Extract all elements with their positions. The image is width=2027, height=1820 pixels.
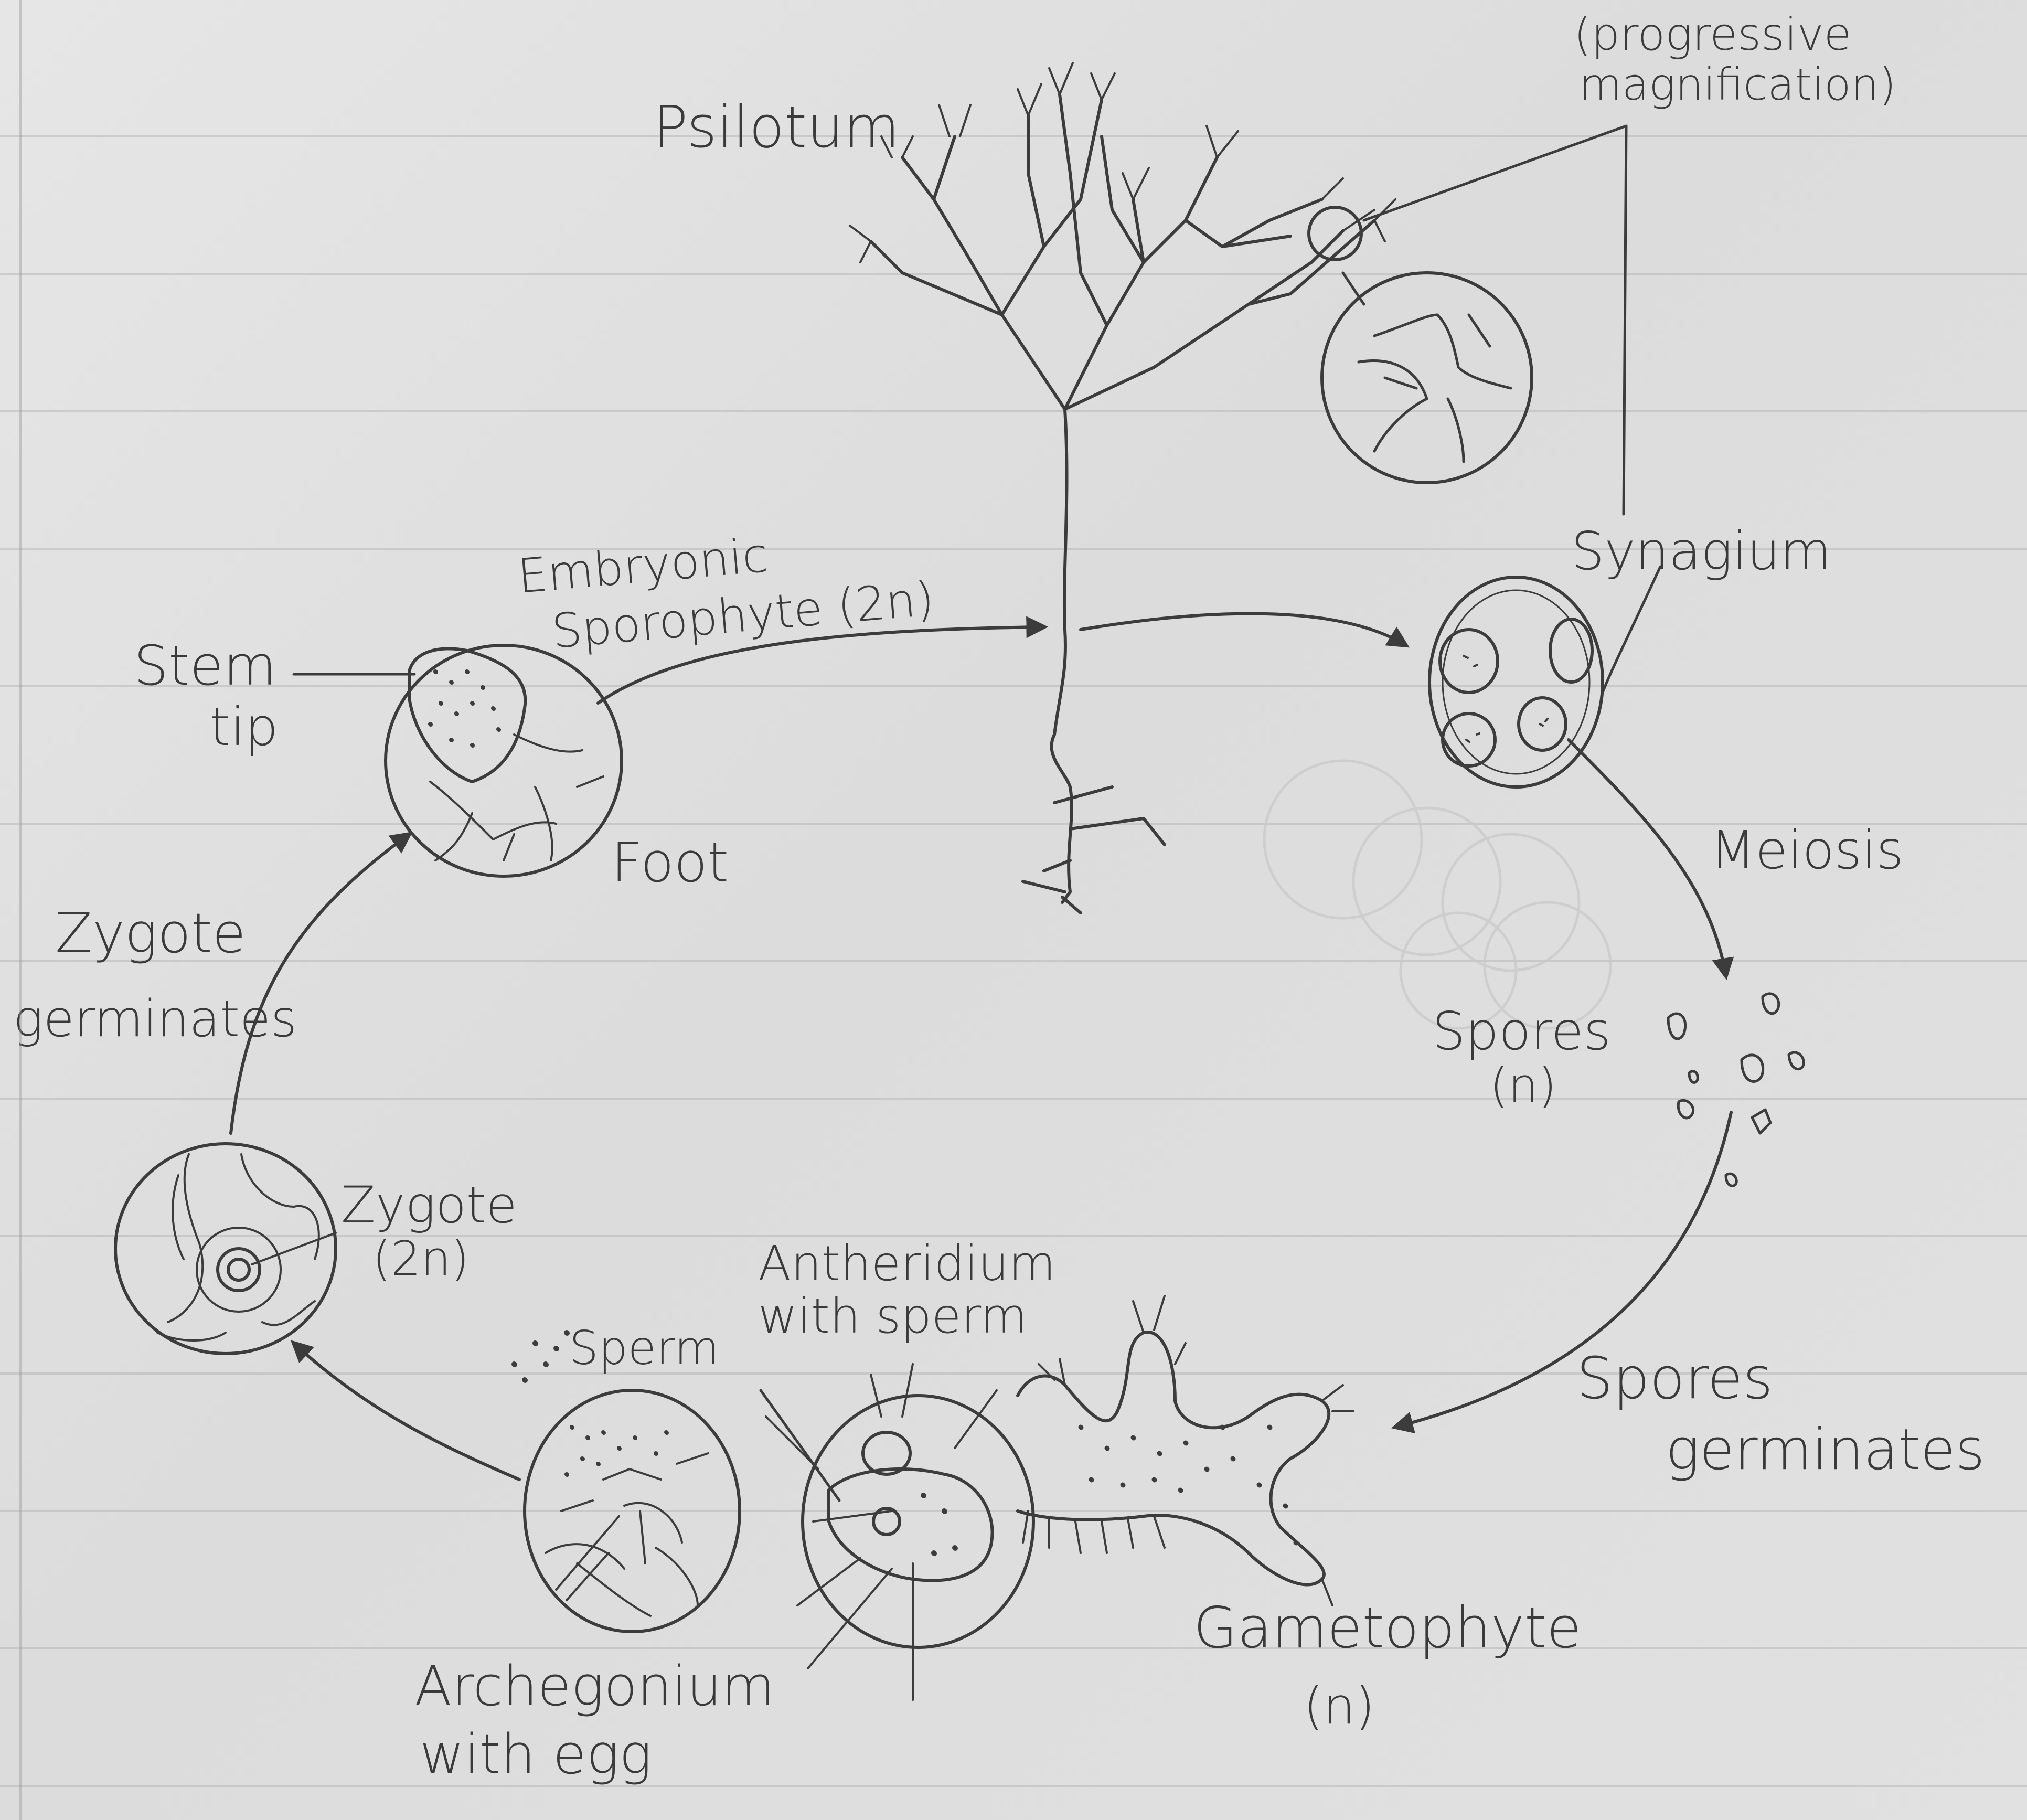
archegonium-circle — [525, 1390, 740, 1632]
label-archegonium-1: Archegonium — [414, 1654, 775, 1718]
page-impression — [1264, 761, 1610, 1028]
label-spores: Spores — [1432, 1001, 1611, 1062]
label-gametophyte-n: (n) — [1304, 1677, 1375, 1736]
antheridium-circle — [766, 1364, 1033, 1700]
label-zygote-germinates-1: Zygote — [55, 901, 246, 965]
gametophyte — [1018, 1296, 1353, 1605]
label-psilotum: Psilotum — [653, 93, 900, 161]
label-foot: Foot — [611, 831, 729, 895]
arrow-zygote-germinates — [231, 834, 409, 1133]
psilotum-plant — [850, 63, 1395, 913]
label-antheridium-2: with sperm — [758, 1288, 1027, 1344]
plant-stem — [1051, 409, 1071, 902]
sperm-dots — [514, 1333, 567, 1380]
plant-tips — [850, 63, 1395, 262]
label-stem: Stem — [134, 634, 276, 698]
label-meiosis: Meiosis — [1710, 819, 1904, 881]
plant-rhizome — [1023, 787, 1165, 913]
label-tip: tip — [210, 696, 278, 758]
label-archegonium-2: with egg — [420, 1722, 652, 1786]
arrow-meiosis — [1569, 740, 1726, 976]
spores — [1668, 994, 1804, 1186]
label-spores-germinates-2: germinates — [1666, 1417, 1985, 1483]
label-antheridium-1: Antheridium — [758, 1236, 1056, 1292]
label-spores-n: (n) — [1490, 1058, 1556, 1113]
label-gametophyte: Gametophyte — [1193, 1595, 1582, 1661]
label-sperm: Sperm — [569, 1321, 719, 1375]
label-zygote: Zygote — [341, 1176, 517, 1234]
arrow-to-zygote — [294, 1343, 519, 1480]
magnification-circle-large — [1322, 273, 1532, 483]
arrow-to-synangium — [1081, 614, 1406, 645]
plant-branches — [871, 94, 1374, 409]
label-spores-germinates-1: Spores — [1576, 1345, 1773, 1412]
label-zygote-germinates-2: germinates — [13, 989, 297, 1048]
zygote-circle — [115, 1144, 336, 1354]
magnification-circle-small — [1309, 207, 1361, 260]
label-zygote-2n: (2n) — [372, 1231, 470, 1286]
label-synagium: Synagium — [1571, 520, 1831, 582]
label-progressive-1: (progressive — [1574, 8, 1852, 61]
synangium-cross-section — [1343, 273, 1511, 462]
synangium — [1429, 577, 1603, 787]
embryonic-sporophyte-circle — [386, 645, 622, 876]
label-progressive-2: magnification) — [1579, 59, 1896, 110]
